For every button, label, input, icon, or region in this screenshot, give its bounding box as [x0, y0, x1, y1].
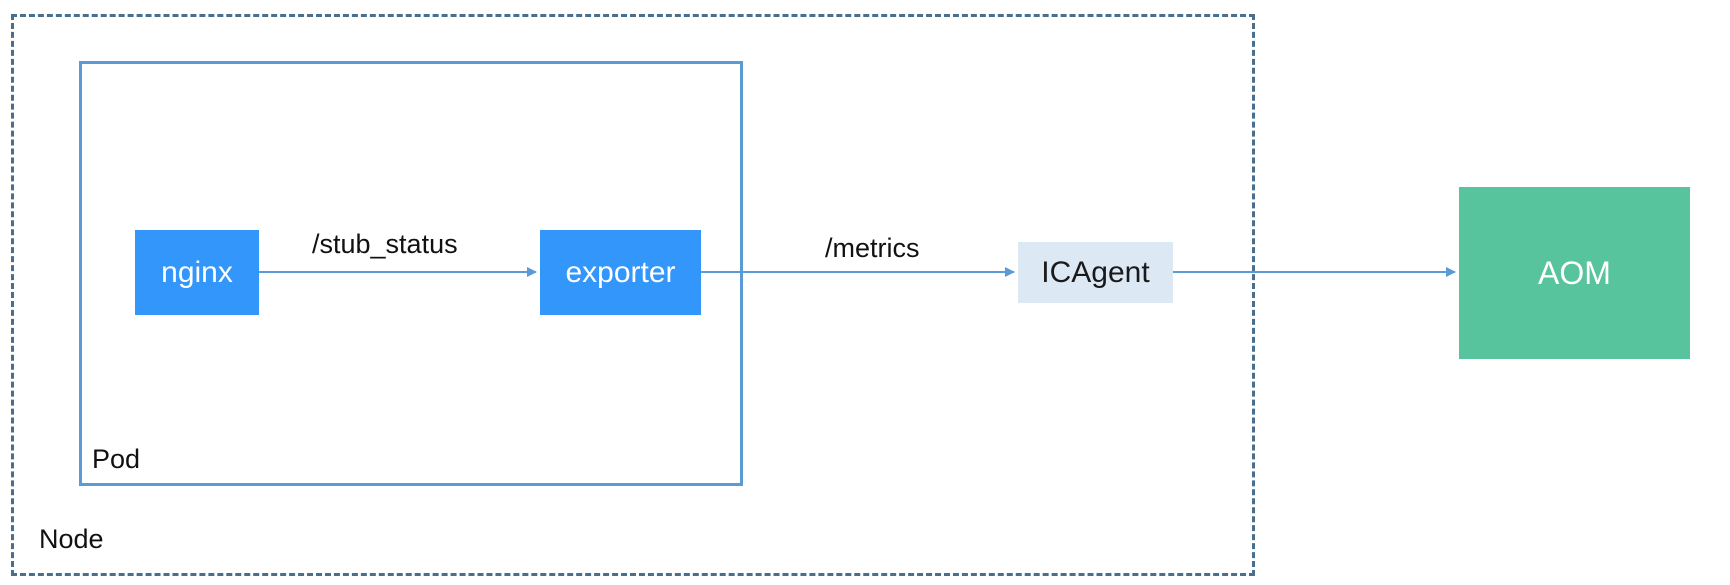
pod-label: Pod — [92, 444, 141, 474]
nginx-label: nginx — [161, 255, 233, 289]
edge-label-metrics: /metrics — [825, 233, 920, 263]
nginx-box: nginx — [135, 230, 259, 315]
icagent-label: ICAgent — [1041, 255, 1150, 289]
pod-container — [79, 61, 743, 486]
node-container — [11, 14, 1255, 576]
aom-label: AOM — [1538, 254, 1611, 291]
node-label: Node — [39, 524, 104, 554]
aom-box: AOM — [1459, 187, 1690, 359]
edge-label-stub-status: /stub_status — [312, 229, 458, 259]
icagent-box: ICAgent — [1018, 242, 1173, 303]
exporter-box: exporter — [540, 230, 701, 315]
exporter-label: exporter — [565, 255, 676, 289]
